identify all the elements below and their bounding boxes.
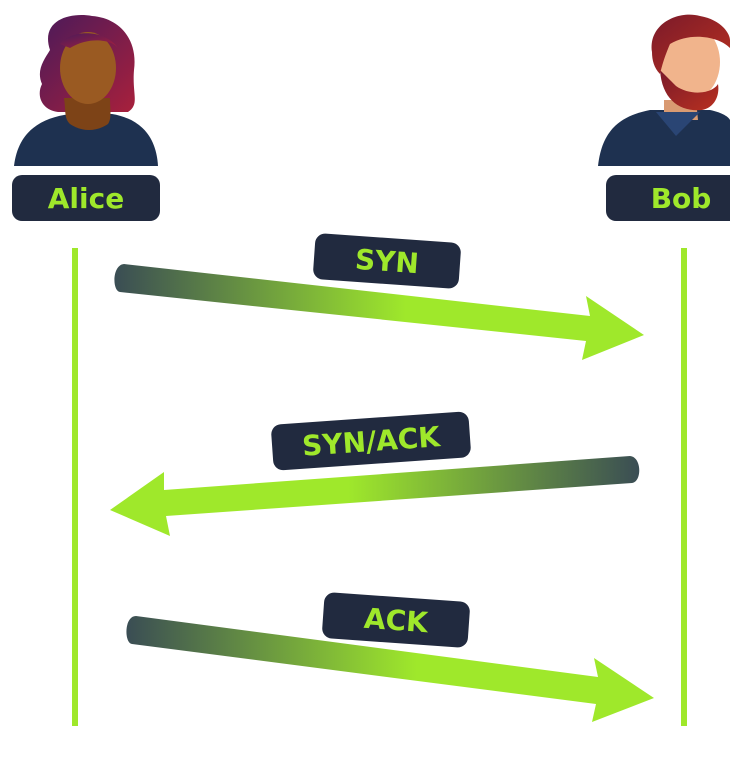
bob-avatar <box>598 14 730 166</box>
synack-arrow <box>110 456 640 536</box>
bob-name-label: Bob <box>606 175 730 221</box>
syn-arrow <box>114 264 644 360</box>
ack-arrow <box>126 616 654 722</box>
alice-name-label: Alice <box>12 175 160 221</box>
alice-lifeline <box>72 248 78 726</box>
alice-avatar <box>14 15 158 166</box>
bob-lifeline <box>681 248 687 726</box>
